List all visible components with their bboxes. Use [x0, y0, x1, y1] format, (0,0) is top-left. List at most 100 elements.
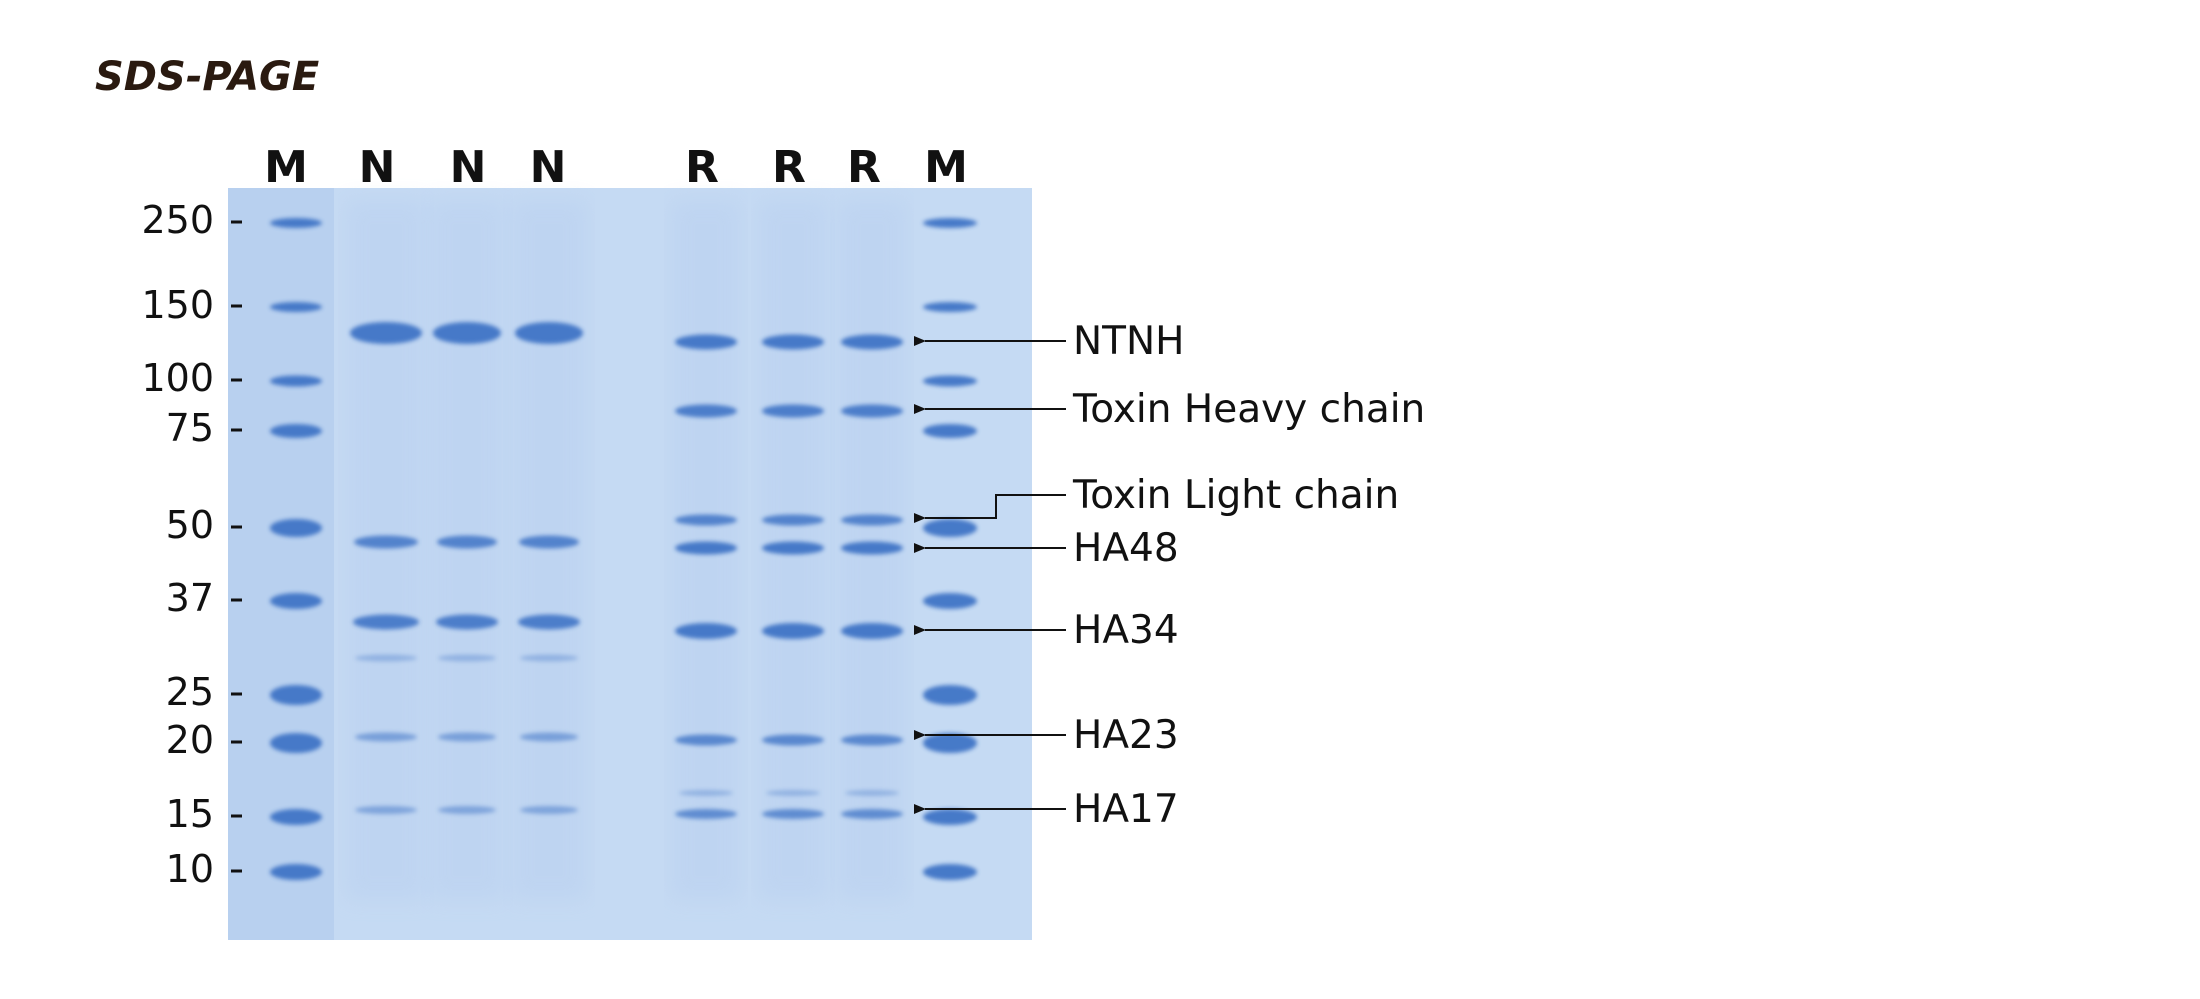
annotation-ha17: HA17	[914, 787, 1179, 832]
marker-label-50: 50	[166, 503, 214, 547]
annotation-ha34-label: HA34	[1073, 608, 1179, 653]
band-n-ha48	[354, 535, 418, 549]
annotation-ha17-label: HA17	[1073, 787, 1179, 832]
band-n-130	[433, 322, 501, 344]
annotation-toxin-heavy-chain-label: Toxin Heavy chain	[1072, 387, 1425, 432]
marker-label-20: 20	[166, 718, 214, 762]
ladder-band	[923, 302, 977, 312]
band-n-ha34	[518, 614, 580, 630]
band-n-ha17	[520, 806, 578, 814]
lane-smear	[346, 200, 426, 900]
marker-label-25: 25	[166, 670, 214, 714]
lane-label-n2: N	[450, 142, 487, 193]
ladder-band	[923, 733, 977, 753]
ladder-band	[270, 733, 322, 753]
ladder-band	[923, 864, 977, 880]
lane-label-m-left: M	[264, 142, 308, 193]
lane-label-r2: R	[772, 142, 806, 193]
band-r-heavy	[841, 404, 903, 418]
band-r-ntnh	[762, 334, 824, 350]
annotation-ha48-label: HA48	[1073, 526, 1179, 571]
marker-scale: 250 150 100 75 50 37 25 20 15 10	[141, 198, 242, 891]
annotation-toxin-light-chain: Toxin Light chain	[914, 473, 1399, 523]
ladder-band	[270, 218, 322, 228]
band-r-light	[762, 514, 824, 526]
annotation-ha23-label: HA23	[1073, 713, 1179, 758]
band-r-ha17	[762, 809, 824, 819]
figure-title: SDS-PAGE	[95, 54, 319, 100]
band-r-faint	[679, 790, 733, 796]
band-r-ha23	[762, 734, 824, 746]
ladder-band	[923, 685, 977, 705]
gel	[228, 188, 1032, 940]
annotation-ha23: HA23	[914, 713, 1179, 758]
marker-label-15: 15	[166, 792, 214, 836]
ladder-band	[270, 593, 322, 609]
band-n-ha34	[436, 614, 498, 630]
marker-label-250: 250	[141, 198, 214, 242]
band-n-ha17	[438, 806, 496, 814]
band-n-ha48	[519, 535, 579, 549]
lane-label-r1: R	[685, 142, 719, 193]
band-r-ha34	[675, 623, 737, 639]
band-n-130	[350, 322, 422, 344]
band-r-ha34	[762, 623, 824, 639]
lane-smear	[429, 200, 505, 900]
ladder-band	[270, 685, 322, 705]
band-r-ha17	[841, 809, 903, 819]
marker-label-10: 10	[166, 847, 214, 891]
band-n-ha48	[437, 535, 497, 549]
band-n-ha34	[353, 614, 419, 630]
ladder-band	[923, 218, 977, 228]
ladder-band	[923, 809, 977, 825]
marker-label-100: 100	[141, 356, 214, 400]
lane-label-n3: N	[530, 142, 567, 193]
ladder-band	[270, 519, 322, 537]
band-n-faint	[438, 654, 496, 662]
band-annotations: NTNH Toxin Heavy chain Toxin Light chain…	[914, 319, 1425, 832]
annotation-toxin-light-chain-arrow	[914, 494, 1066, 523]
annotation-toxin-light-chain-label: Toxin Light chain	[1072, 473, 1399, 518]
band-r-ha48	[841, 541, 903, 555]
annotation-toxin-heavy-chain: Toxin Heavy chain	[914, 387, 1425, 432]
band-n-130	[515, 322, 583, 344]
lane-label-m-right: M	[924, 142, 968, 193]
ladder-band	[270, 302, 322, 312]
band-r-faint	[766, 790, 820, 796]
band-r-faint	[845, 790, 899, 796]
annotation-ha48: HA48	[914, 526, 1179, 571]
band-n-ha23	[520, 732, 578, 742]
ladder-band	[270, 375, 322, 387]
lane-label-n1: N	[359, 142, 396, 193]
band-r-heavy	[762, 404, 824, 418]
marker-label-150: 150	[141, 283, 214, 327]
band-r-ha23	[841, 734, 903, 746]
ladder-band	[923, 424, 977, 438]
gel-bands	[270, 218, 977, 880]
marker-label-75: 75	[166, 406, 214, 450]
band-r-light	[675, 514, 737, 526]
band-r-ntnh	[675, 334, 737, 350]
band-r-ha17	[675, 809, 737, 819]
ladder-band	[270, 864, 322, 880]
annotation-ha34: HA34	[914, 608, 1179, 653]
band-r-heavy	[675, 404, 737, 418]
lane-smear	[511, 200, 587, 900]
lane-labels: M N N N R R R M	[264, 142, 968, 193]
band-r-ha48	[762, 541, 824, 555]
band-r-ntnh	[841, 334, 903, 350]
lane-label-r3: R	[847, 142, 881, 193]
annotation-ntnh-label: NTNH	[1073, 319, 1185, 364]
band-n-faint	[520, 654, 578, 662]
annotation-ntnh: NTNH	[914, 319, 1185, 364]
ladder-band	[270, 809, 322, 825]
band-r-light	[841, 514, 903, 526]
ladder-band	[923, 519, 977, 537]
marker-label-37: 37	[166, 576, 214, 620]
band-r-ha48	[675, 541, 737, 555]
band-n-ha17	[355, 806, 417, 814]
ladder-band	[270, 424, 322, 438]
ladder-band	[923, 593, 977, 609]
band-n-faint	[355, 654, 417, 662]
